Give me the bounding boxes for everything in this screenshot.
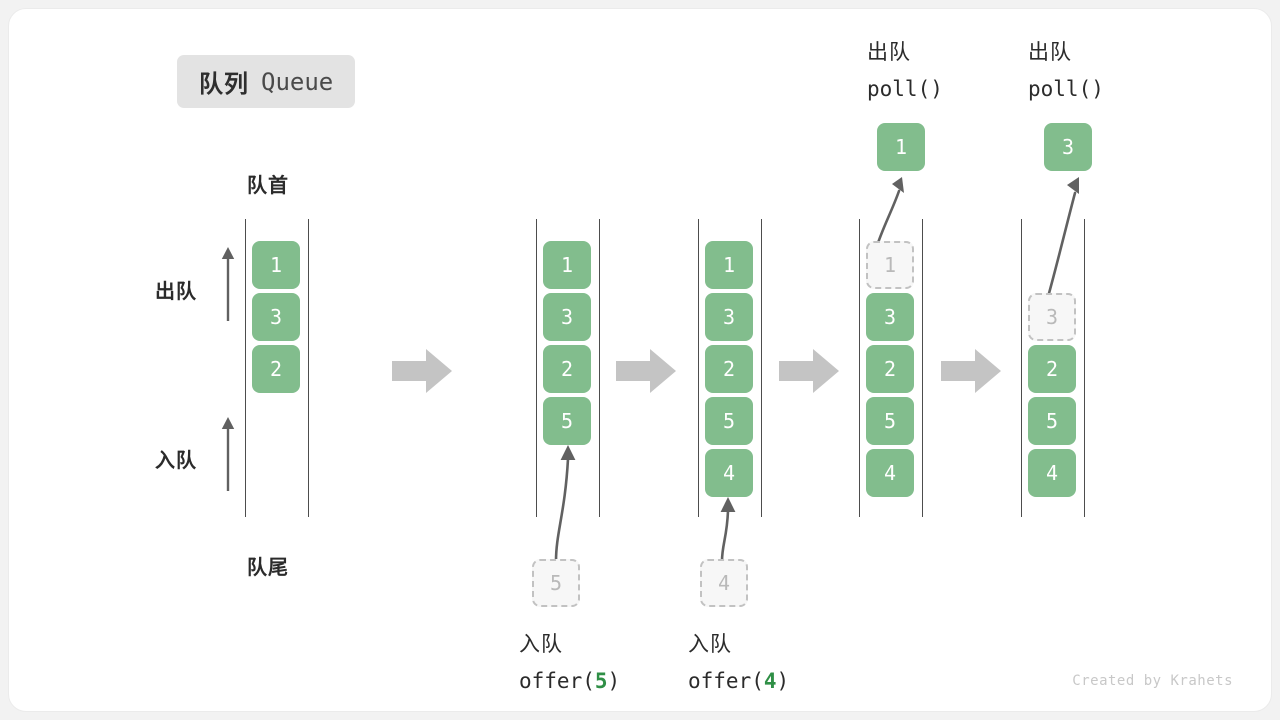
- step-arrow-icon: [392, 349, 452, 393]
- enqueue-caption-code: offer(4): [688, 663, 789, 699]
- queue-column-after-offer-5: 1 3 2 5: [536, 9, 736, 713]
- queue-rail-right: [922, 219, 923, 517]
- queue-rail-right: [1084, 219, 1085, 517]
- queue-column-after-poll-3: 3 2 5 4: [1021, 9, 1221, 713]
- queue-cell: 3: [866, 293, 914, 341]
- enqueue-caption-5: 入队 offer(5): [519, 627, 620, 699]
- queue-cell: 2: [1028, 345, 1076, 393]
- queue-cell: 4: [1028, 449, 1076, 497]
- queue-cell: 3: [252, 293, 300, 341]
- queue-rail-left: [1021, 219, 1022, 517]
- dequeue-direction-label: 出队: [155, 281, 197, 303]
- title-label-en: Queue: [261, 67, 334, 96]
- dequeue-direction-arrow-icon: [221, 247, 235, 321]
- queue-rail-left: [245, 219, 246, 517]
- enqueue-arrow-icon: [554, 445, 576, 563]
- queue-cell: 1: [252, 241, 300, 289]
- enqueue-direction-label: 入队: [155, 450, 197, 472]
- enqueue-caption-code: offer(5): [519, 663, 620, 699]
- dequeue-caption-1: 出队 poll(): [867, 35, 943, 107]
- dequeue-fn-close: ): [1091, 77, 1104, 101]
- queue-cell: 3: [543, 293, 591, 341]
- dequeue-result-box: 1: [877, 123, 925, 171]
- queue-cell: 5: [705, 397, 753, 445]
- queue-cell: 5: [1028, 397, 1076, 445]
- queue-cell: 1: [543, 241, 591, 289]
- step-arrow-icon: [941, 349, 1001, 393]
- enqueue-pending-box: 5: [532, 559, 580, 607]
- enqueue-pending-box: 4: [700, 559, 748, 607]
- credit-label: Created by Krahets: [1072, 673, 1233, 689]
- dequeue-caption-cn: 出队: [1028, 41, 1072, 64]
- queue-cell: 2: [543, 345, 591, 393]
- queue-rail-right: [761, 219, 762, 517]
- queue-cell: 3: [705, 293, 753, 341]
- queue-cell: 5: [543, 397, 591, 445]
- enqueue-caption-cn: 入队: [688, 633, 732, 656]
- queue-cell: 3: [1028, 293, 1076, 341]
- enqueue-direction-arrow-icon: [221, 417, 235, 491]
- enqueue-fn-close: ): [607, 669, 621, 693]
- queue-column-after-offer-4: 1 3 2 5 4: [698, 9, 898, 713]
- queue-cell: 1: [705, 241, 753, 289]
- dequeue-caption-code: poll(): [867, 71, 943, 107]
- step-arrow-icon: [779, 349, 839, 393]
- dequeue-caption-3: 出队 poll(): [1028, 35, 1104, 107]
- enqueue-fn-arg: 5: [594, 669, 608, 693]
- dequeue-fn-close: ): [930, 77, 943, 101]
- queue-rail-left: [536, 219, 537, 517]
- queue-head-label: 队首: [247, 175, 289, 197]
- dequeue-caption-code: poll(): [1028, 71, 1104, 107]
- enqueue-fn-arg: 4: [763, 669, 777, 693]
- enqueue-arrow-icon: [720, 497, 736, 563]
- queue-rail-right: [599, 219, 600, 517]
- diagram-title: 队列 Queue: [177, 55, 356, 108]
- queue-cell: 4: [705, 449, 753, 497]
- queue-rail-right: [308, 219, 309, 517]
- title-label-cn: 队列: [199, 71, 249, 98]
- enqueue-fn-name: offer(: [519, 669, 595, 693]
- queue-column-initial: 1 3 2: [245, 9, 445, 713]
- queue-rail-left: [859, 219, 860, 517]
- queue-cell: 1: [866, 241, 914, 289]
- enqueue-caption-cn: 入队: [519, 633, 563, 656]
- dequeue-caption-cn: 出队: [867, 41, 911, 64]
- enqueue-fn-name: offer(: [688, 669, 764, 693]
- dequeue-fn-name: poll(: [867, 77, 931, 101]
- queue-cell: 2: [705, 345, 753, 393]
- queue-cell: 2: [866, 345, 914, 393]
- dequeue-result-box: 3: [1044, 123, 1092, 171]
- diagram-card: 队列 Queue 队首 队尾 出队 入队 1 3 2: [8, 8, 1272, 712]
- enqueue-caption-4: 入队 offer(4): [688, 627, 789, 699]
- queue-column-after-poll-1: 1 3 2 5 4: [859, 9, 1059, 713]
- queue-tail-label: 队尾: [247, 557, 289, 579]
- queue-rail-left: [698, 219, 699, 517]
- enqueue-fn-close: ): [776, 669, 790, 693]
- queue-cell: 4: [866, 449, 914, 497]
- dequeue-fn-name: poll(: [1028, 77, 1092, 101]
- queue-cell: 2: [252, 345, 300, 393]
- step-arrow-icon: [616, 349, 676, 393]
- queue-cell: 5: [866, 397, 914, 445]
